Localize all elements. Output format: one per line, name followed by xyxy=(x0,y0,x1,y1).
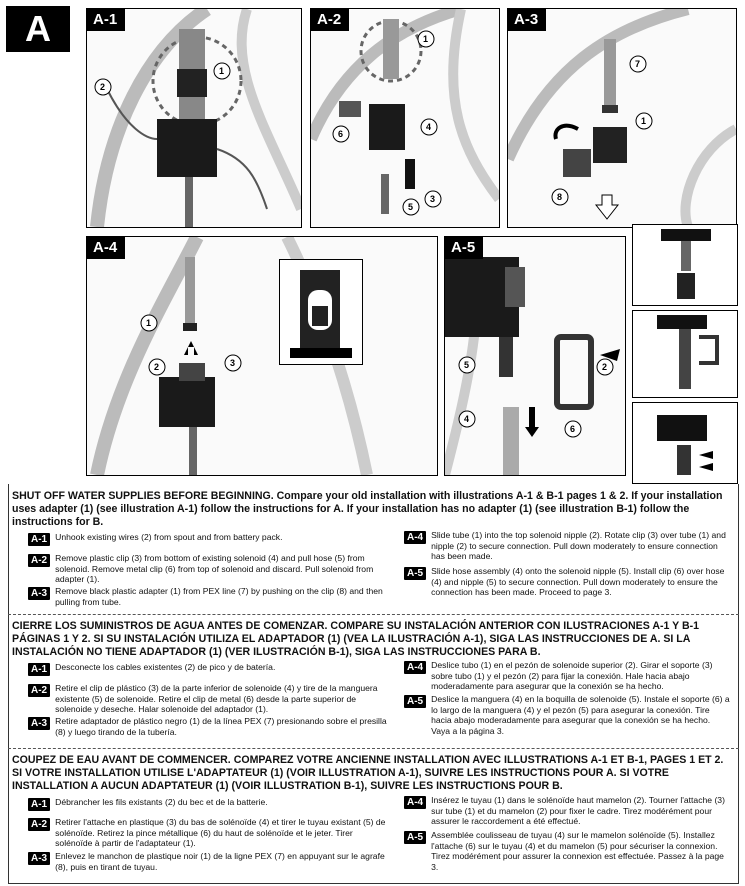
english-step-a3: A-3 Remove black plastic adapter (1) fro… xyxy=(28,586,388,607)
spanish-step-a4: A-4 Deslice tubo (1) en el pezón de sole… xyxy=(404,660,730,692)
illustration-a3: 7 1 8 A-3 xyxy=(507,8,737,228)
step-text: Retirer l'attache en plastique (3) du ba… xyxy=(55,817,386,848)
step-text: Enlevez le manchon de plastique noir (1)… xyxy=(55,851,385,872)
step-badge: A-4 xyxy=(404,531,427,544)
french-step-a1: A-1 Débrancher les fils existants (2) du… xyxy=(28,797,388,811)
step-text: Remove plastic clip (3) from bottom of e… xyxy=(55,553,374,584)
step-badge: A-5 xyxy=(404,831,427,844)
step-badge: A-3 xyxy=(28,587,51,600)
step-text: Deslice tubo (1) en el pezón de solenoid… xyxy=(431,660,713,691)
a1-callout-1: 1 xyxy=(219,66,224,76)
a3-drawing: 7 1 8 xyxy=(508,9,736,227)
section-tag: A xyxy=(6,6,70,52)
a1-label: A-1 xyxy=(87,9,126,31)
english-step-a5: A-5 Slide hose assembly (4) onto the sol… xyxy=(404,566,730,598)
a4-callout-1: 1 xyxy=(146,318,151,328)
a3-callout-7: 7 xyxy=(635,59,640,69)
instructions-frame xyxy=(8,484,739,884)
a2-callout-5: 5 xyxy=(408,202,413,212)
french-section: COUPEZ DE EAU AVANT DE COMMENCER. COMPAR… xyxy=(12,754,732,793)
spanish-heading: CIERRE LOS SUMINISTROS DE AGUA ANTES DE … xyxy=(12,620,700,658)
french-heading: COUPEZ DE EAU AVANT DE COMMENCER. COMPAR… xyxy=(12,754,724,792)
step-badge: A-3 xyxy=(28,852,51,865)
english-step-a4: A-4 Slide tube (1) into the top solenoid… xyxy=(404,530,730,562)
step-badge: A-5 xyxy=(404,695,427,708)
a4-drawing: 1 2 3 xyxy=(90,237,373,475)
step-badge: A-1 xyxy=(28,663,51,676)
step-badge: A-2 xyxy=(28,554,51,567)
step-badge: A-5 xyxy=(404,567,427,580)
a2-callout-1: 1 xyxy=(423,34,428,44)
step-text: Slide tube (1) into the top solenoid nip… xyxy=(431,530,726,561)
french-step-a4: A-4 Insérez le tuyau (1) dans le solénoï… xyxy=(404,795,730,827)
step-text: Retire el clip de plástico (3) de la par… xyxy=(55,683,378,714)
a5-side-inset-3-drawing xyxy=(657,415,713,475)
illustration-a2: 1 4 6 3 5 A-2 xyxy=(310,8,500,228)
a2-callout-6: 6 xyxy=(338,129,343,139)
step-badge: A-1 xyxy=(28,798,51,811)
step-text: Slide hose assembly (4) onto the solenoi… xyxy=(431,566,725,597)
step-badge: A-4 xyxy=(404,661,427,674)
english-section: SHUT OFF WATER SUPPLIES BEFORE BEGINNING… xyxy=(12,490,732,529)
english-heading: SHUT OFF WATER SUPPLIES BEFORE BEGINNING… xyxy=(12,490,723,528)
a5-callout-5: 5 xyxy=(464,360,469,370)
a4-callout-3: 3 xyxy=(230,358,235,368)
a5-label: A-5 xyxy=(445,237,484,259)
a2-callout-3: 3 xyxy=(430,194,435,204)
step-badge: A-2 xyxy=(28,684,51,697)
a3-label: A-3 xyxy=(508,9,547,31)
a5-side-inset-1-drawing xyxy=(661,229,711,299)
section-divider xyxy=(8,614,739,615)
english-step-a1: A-1 Unhook existing wires (2) from spout… xyxy=(28,532,388,546)
a1-drawing: 1 2 xyxy=(90,9,301,227)
step-text: Unhook existing wires (2) from spout and… xyxy=(55,532,283,542)
a2-label: A-2 xyxy=(311,9,350,31)
spanish-step-a2: A-2 Retire el clip de plástico (3) de la… xyxy=(28,683,388,715)
a4-callout-2: 2 xyxy=(154,362,159,372)
spanish-step-a1: A-1 Desconecte los cables existentes (2)… xyxy=(28,662,388,676)
a4-label: A-4 xyxy=(87,237,126,259)
illustration-a1: 1 2 A-1 xyxy=(86,8,302,228)
a2-callout-4: 4 xyxy=(426,122,431,132)
step-text: Débrancher les fils existants (2) du bec… xyxy=(55,797,268,807)
english-step-a2: A-2 Remove plastic clip (3) from bottom … xyxy=(28,553,388,585)
spanish-step-a5: A-5 Deslice la manguera (4) en la boquil… xyxy=(404,694,730,736)
step-badge: A-3 xyxy=(28,717,51,730)
a5-side-inset-2-drawing xyxy=(657,315,719,389)
a5-callout-6: 6 xyxy=(570,424,575,434)
french-step-a3: A-3 Enlevez le manchon de plastique noir… xyxy=(28,851,388,872)
illustration-a5: 5 4 2 6 A-5 xyxy=(444,236,626,476)
step-text: Insérez le tuyau (1) dans le solénoïde h… xyxy=(431,795,725,826)
a3-callout-8: 8 xyxy=(557,192,562,202)
step-badge: A-1 xyxy=(28,533,51,546)
a5-callout-4: 4 xyxy=(464,414,469,424)
a3-callout-1: 1 xyxy=(641,116,646,126)
a2-drawing: 1 4 6 3 5 xyxy=(311,9,499,216)
french-step-a2: A-2 Retirer l'attache en plastique (3) d… xyxy=(28,817,388,849)
spanish-section: CIERRE LOS SUMINISTROS DE AGUA ANTES DE … xyxy=(12,620,732,659)
a5-side-inset-2 xyxy=(632,310,738,398)
a5-drawing: 5 4 2 6 xyxy=(445,237,620,475)
step-badge: A-4 xyxy=(404,796,427,809)
step-text: Deslice la manguera (4) en la boquilla d… xyxy=(431,694,730,736)
step-text: Retire adaptador de plástico negro (1) d… xyxy=(55,716,387,737)
a5-callout-2: 2 xyxy=(602,362,607,372)
step-text: Desconecte los cables existentes (2) de … xyxy=(55,662,276,672)
a5-side-inset-1 xyxy=(632,224,738,306)
french-step-a5: A-5 Assemblée coulisseau de tuyau (4) su… xyxy=(404,830,730,872)
a4-inset-drawing xyxy=(290,270,352,358)
step-text: Remove black plastic adapter (1) from PE… xyxy=(55,586,383,607)
section-divider xyxy=(8,748,739,749)
a4-inset xyxy=(279,259,363,365)
illustration-a4: 1 2 3 A-4 xyxy=(86,236,438,476)
spanish-step-a3: A-3 Retire adaptador de plástico negro (… xyxy=(28,716,388,737)
step-badge: A-2 xyxy=(28,818,51,831)
step-text: Assemblée coulisseau de tuyau (4) sur le… xyxy=(431,830,724,872)
a5-side-inset-3 xyxy=(632,402,738,484)
a1-callout-2: 2 xyxy=(100,82,105,92)
